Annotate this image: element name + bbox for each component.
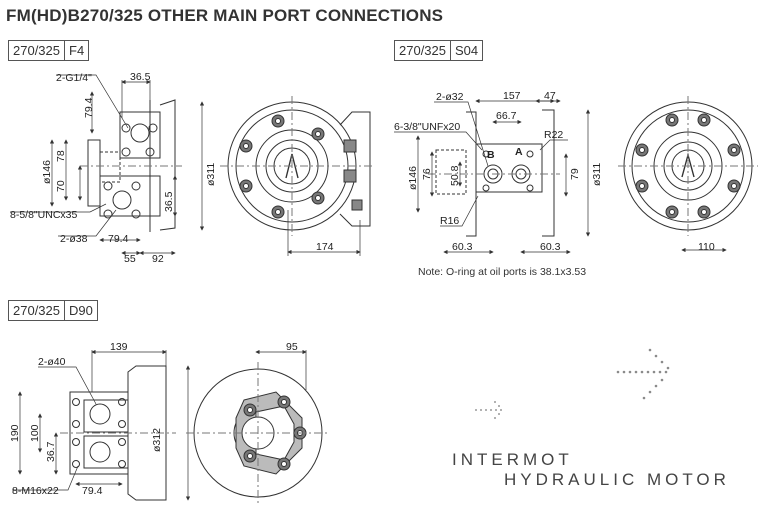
dim-79: 79 [569,168,581,180]
port-a-label: A [515,146,523,158]
f4-dimension-labels: 2-G1/4" 36.5 79.4 ø146 78 70 8-5/8"UNCx3… [10,71,334,265]
dim-100: 100 [29,424,41,442]
dim-36-5: 36.5 [130,71,151,83]
dim-port-dia: 2-ø40 [38,356,66,368]
dim-174: 174 [316,241,334,253]
oring-note: Note: O-ring at oil ports is 38.1x3.53 [418,266,587,278]
dim-146: ø146 [41,160,53,184]
view-tag-s04: 270/325 S04 [394,40,484,61]
view-tag-d90: 270/325 D90 [8,300,98,321]
dim-312: ø312 [151,428,163,452]
dim-60-3-right: 60.3 [540,241,561,253]
dim-78: 78 [55,150,67,162]
d90-side-view [60,365,176,501]
dim-port-dia: 2-ø32 [436,91,464,103]
f4-side-view [80,99,182,232]
dim-92: 92 [152,253,164,265]
dim-r22: R22 [544,129,563,141]
dim-70: 70 [55,180,67,192]
d90-front-view [186,362,330,504]
dim-36-5-v: 36.5 [163,191,175,212]
dim-190: 190 [9,424,21,442]
dim-139: 139 [110,341,128,353]
dotted-arrow-icon [616,348,670,400]
dim-bolt-thread: 8-M16x22 [12,485,59,497]
dim-55: 55 [124,253,136,265]
dim-311: ø311 [205,163,217,186]
dotted-arrow-small-icon [475,401,502,419]
view-tag-model: 270/325 [399,43,446,58]
s04-dimension-labels: 2-ø32 157 47 66.7 6-3/8"UNFx20 R22 ø146 … [394,90,715,253]
brand-tagline: HYDRAULIC MOTOR [504,470,730,489]
view-tag-code: D90 [64,301,97,320]
dim-79-4-bottom: 79.4 [108,233,129,245]
dim-66-7: 66.7 [496,110,517,122]
view-tag-model: 270/325 [13,303,60,318]
view-tag-model: 270/325 [13,43,60,58]
s04-dimensions [394,98,727,255]
dim-79-4: 79.4 [82,485,103,497]
dim-port-dia: 2-ø38 [60,233,88,245]
dim-47: 47 [544,90,556,102]
dim-110: 110 [698,241,715,253]
dim-bolt-thread: 6-3/8"UNFx20 [394,121,460,133]
dim-95: 95 [286,341,298,353]
dim-76: 76 [421,168,433,180]
f4-dimensions [10,74,361,256]
dim-port-thread: 2-G1/4" [56,72,92,84]
dim-bolt-thread: 8-5/8"UNCx35 [10,209,77,221]
dim-157: 157 [503,90,521,102]
dim-50-8: 50.8 [449,165,461,186]
d90-dimension-labels: 139 2-ø40 190 100 36.7 8-M16x22 79.4 ø31… [9,341,298,497]
port-b-label: B [487,149,495,161]
dim-311: ø311 [591,163,603,186]
view-tag-code: S04 [450,41,482,60]
dim-79-4-top: 79.4 [83,97,95,118]
dim-146: ø146 [407,166,419,190]
page-title: FM(HD)B270/325 OTHER MAIN PORT CONNECTIO… [6,6,444,25]
brand-name: INTERMOT [452,450,573,469]
d90-dimensions [12,349,307,501]
dim-36-7: 36.7 [45,441,57,462]
dim-60-3-left: 60.3 [452,241,473,253]
view-tag-f4: 270/325 F4 [8,40,90,61]
s04-front-view [618,96,758,236]
view-tag-code: F4 [64,41,88,60]
dim-r16: R16 [440,215,459,227]
f4-front-view [220,96,374,236]
